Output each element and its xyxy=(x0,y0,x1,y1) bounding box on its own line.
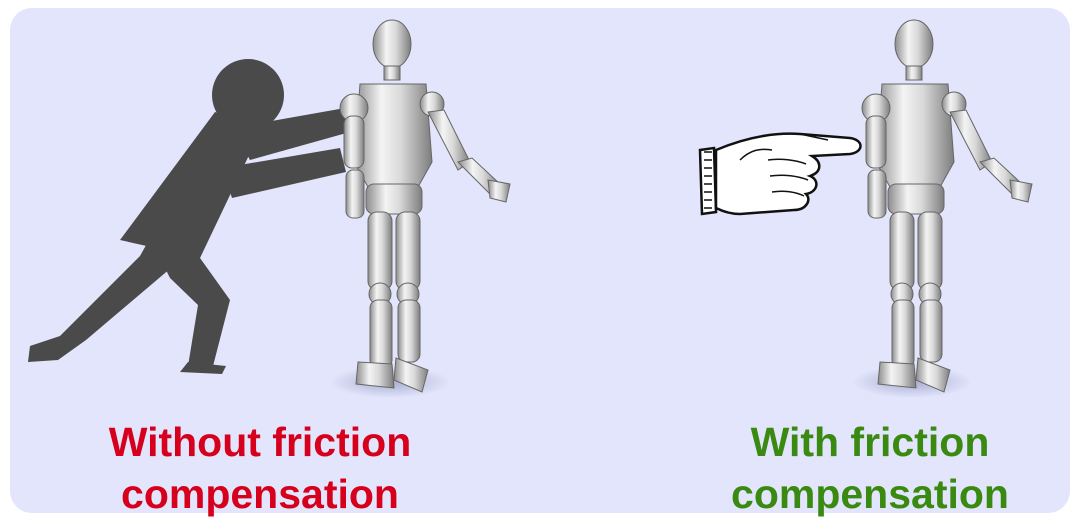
pointing-hand-icon xyxy=(698,132,862,216)
pushing-person-icon xyxy=(28,59,350,374)
humanoid-robot-icon xyxy=(329,19,511,399)
caption-left-line2: compensation xyxy=(121,471,399,517)
caption-right-line2: compensation xyxy=(731,471,1009,517)
caption-without-friction: Without friction compensation xyxy=(40,416,480,520)
caption-right-line1: With friction xyxy=(750,419,990,465)
humanoid-robot-icon xyxy=(851,19,1033,399)
caption-with-friction: With friction compensation xyxy=(650,416,1073,520)
caption-left-line1: Without friction xyxy=(108,419,412,465)
